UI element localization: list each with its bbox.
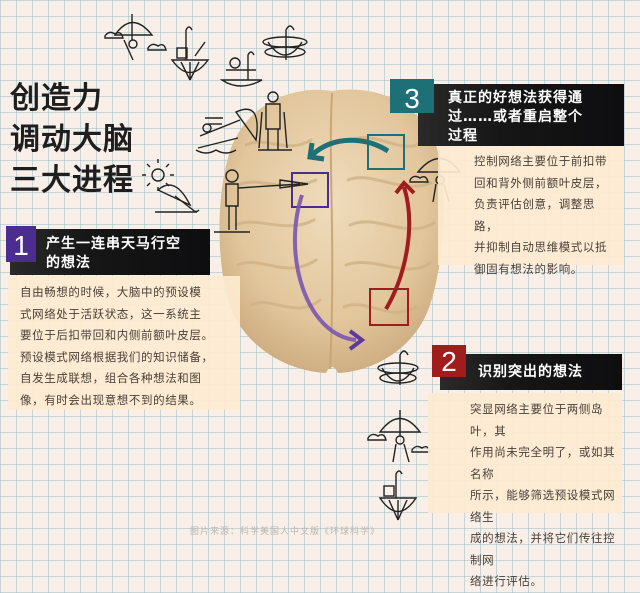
umbrella-basket-icon-bottom: [378, 470, 418, 521]
step-1-description: 自由畅想的时候，大脑中的预设模 式网络处于活跃状态，这一系统主 要位于后扣带回和…: [8, 276, 240, 410]
umbrella-person-icon: [104, 14, 167, 61]
step-1-title: 产生一连串天马行空 的想法: [10, 229, 210, 275]
step-3-title: 真正的好想法获得通 过……或者重启整个 过程: [418, 84, 624, 146]
title-line-3: 三大进程: [10, 163, 134, 198]
spinning-umbrella-icon: [262, 25, 308, 60]
step-2-number-badge: 2: [432, 345, 466, 377]
image-caption: 图片来源：科学美国人中文版《环球科学》: [190, 527, 381, 537]
step-3-number-badge: 3: [390, 79, 434, 114]
step-2-description: 突显网络主要位于两侧岛叶，其 作用尚未完全明了，或如其名称 所示，能够筛选预设模…: [428, 393, 622, 588]
step-3-description: 控制网络主要位于前扣带 回和背外侧前额叶皮层， 负责评估创意，调整思路， 并抑制…: [438, 145, 624, 276]
step-2-title: 识别突出的想法: [440, 354, 622, 390]
title-line-1: 创造力: [10, 81, 103, 116]
region-marker-2: [369, 288, 409, 326]
region-marker-1: [291, 172, 329, 208]
step-1-number-badge: 1: [6, 226, 36, 262]
title-line-2: 调动大脑: [10, 122, 134, 157]
umbrella-basket-icon: [170, 26, 210, 81]
person-in-umbrella-boat-icon: [219, 51, 263, 87]
umbrella-person-icon-bottom: [367, 410, 431, 463]
region-marker-3: [367, 134, 405, 170]
page-title: 创造力 调动大脑 三大进程: [10, 78, 170, 201]
brain-illustration: [219, 89, 444, 373]
